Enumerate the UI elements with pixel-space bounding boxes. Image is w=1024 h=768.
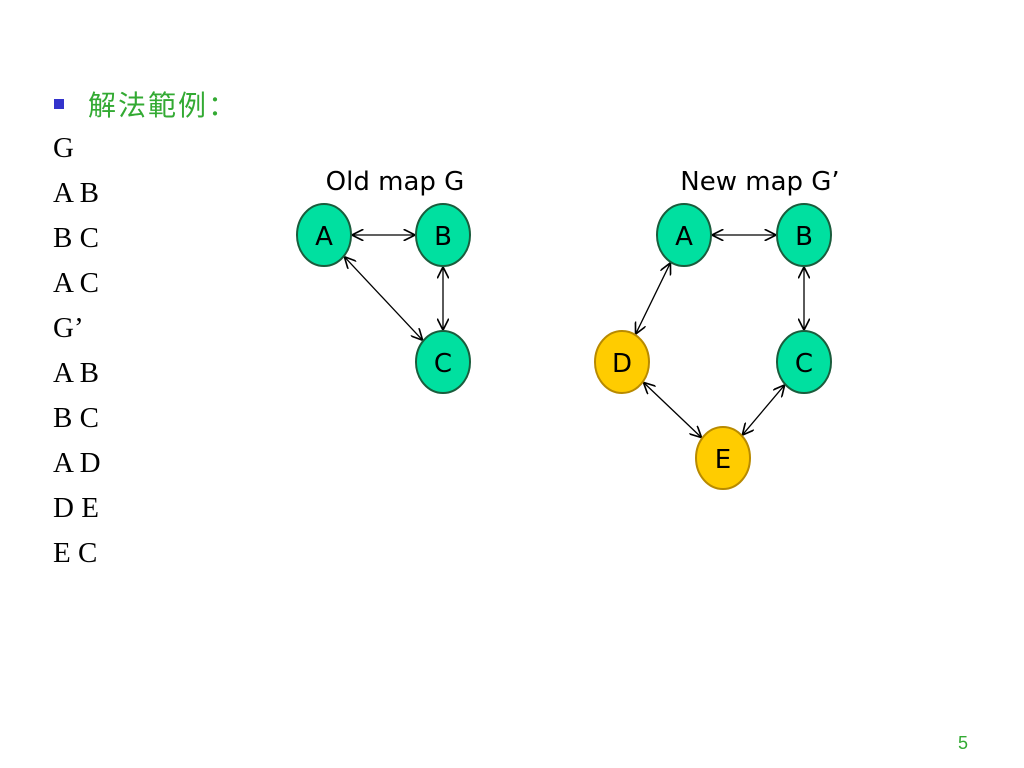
node-circle — [296, 203, 352, 267]
node-d: D — [594, 330, 650, 394]
node-circle — [415, 203, 471, 267]
node-b: B — [776, 203, 832, 267]
bullet-square-icon — [54, 99, 64, 109]
edge-list-item: B C — [53, 402, 99, 434]
edge-a-d — [636, 264, 670, 333]
node-label: C — [795, 349, 813, 379]
edge-list-item: B C — [53, 222, 99, 254]
node-label: C — [434, 349, 452, 379]
new-map-edges — [636, 235, 804, 437]
old-map-edges — [345, 235, 443, 339]
heading-text: 解法範例： — [88, 89, 239, 122]
edge-list: G A B B C A C G’ A B B C A D D E E C — [53, 126, 101, 576]
edge-list-item: G’ — [53, 312, 84, 344]
node-e: E — [695, 426, 751, 490]
node-a: A — [296, 203, 352, 267]
node-a: A — [656, 203, 712, 267]
edge-list-item: A B — [53, 357, 99, 389]
edge-d-e — [644, 383, 701, 437]
node-c: C — [415, 330, 471, 394]
node-label: D — [612, 349, 632, 379]
node-circle — [656, 203, 712, 267]
heading-row: 解法範例： — [54, 84, 238, 124]
edge-list-item: A B — [53, 177, 99, 209]
new-map-nodes: A B C D E — [594, 203, 832, 490]
edge-list-item: G — [53, 132, 74, 164]
edge-list-item: A C — [53, 267, 99, 299]
edge-list-item: E C — [53, 537, 98, 569]
old-map-title: Old map G — [326, 167, 465, 197]
node-circle — [776, 203, 832, 267]
node-circle — [776, 330, 832, 394]
node-label: E — [715, 445, 731, 475]
node-b: B — [415, 203, 471, 267]
node-c: C — [776, 330, 832, 394]
node-label: A — [315, 222, 333, 252]
node-circle — [415, 330, 471, 394]
old-map-nodes: A B C — [296, 203, 471, 394]
edge-list-item: D E — [53, 492, 99, 524]
node-label: B — [795, 222, 813, 252]
new-map-title: New map G’ — [680, 167, 839, 197]
node-label: A — [675, 222, 693, 252]
edge-list-item: A D — [53, 447, 101, 479]
node-label: B — [434, 222, 452, 252]
edge-e-c — [743, 386, 784, 434]
node-circle — [594, 330, 650, 394]
node-circle — [695, 426, 751, 490]
edge-a-c — [345, 258, 422, 340]
page-number: 5 — [957, 733, 968, 753]
